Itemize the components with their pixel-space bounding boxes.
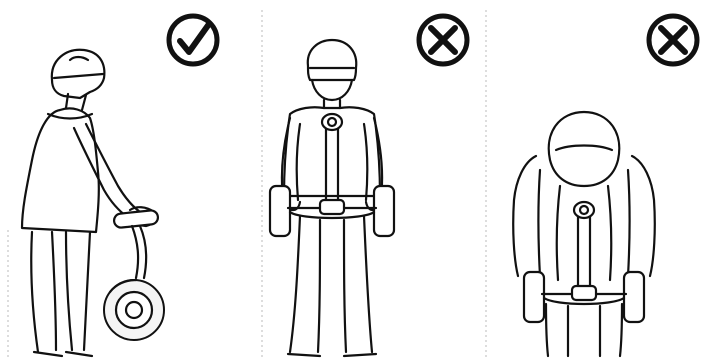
scooter-front-1	[270, 186, 394, 236]
scooter-front-2	[524, 272, 644, 322]
scooter-side	[104, 210, 164, 340]
rider-legs-bent	[546, 304, 622, 356]
rider-head-front	[308, 40, 356, 108]
rider-torso-bent	[513, 156, 655, 290]
rider-legs-side	[31, 232, 92, 356]
panel-incorrect-1	[270, 16, 467, 356]
panel-incorrect-2	[513, 16, 697, 356]
rider-head-bent	[549, 112, 620, 186]
rider-head-side	[52, 50, 105, 110]
panel-correct	[22, 16, 217, 356]
x-circle-icon	[419, 16, 467, 64]
checkmark-circle-icon	[169, 16, 217, 64]
rider-torso-front	[282, 107, 382, 210]
x-circle-icon	[649, 16, 697, 64]
rider-legs-front-1	[288, 216, 376, 356]
